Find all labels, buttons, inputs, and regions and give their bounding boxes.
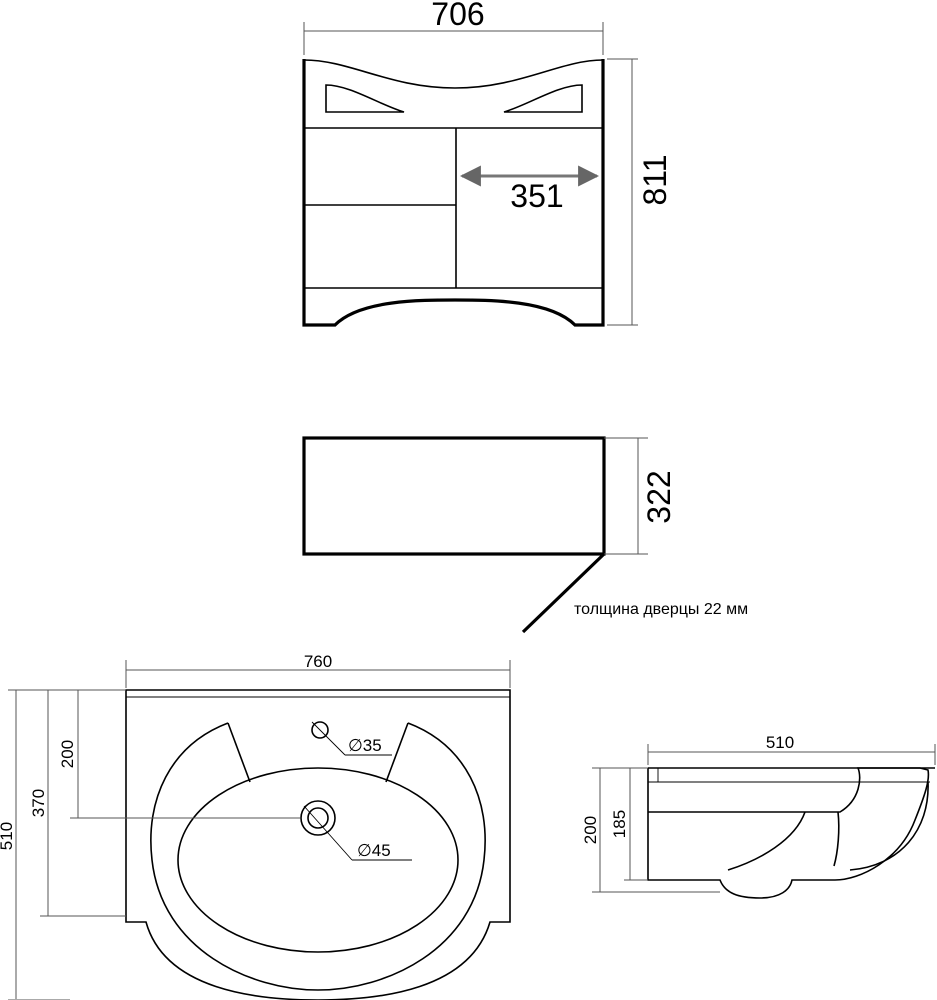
door-width-label: 351 [510,178,563,214]
basin-depth-200-label: 200 [58,740,77,768]
cabinet-side-view: 322 толщина дверцы 22 мм [302,436,748,634]
tap-hole [311,721,329,739]
drain-hole-label: ∅45 [357,841,391,860]
basin-width-label: 760 [304,652,332,671]
side-height-185-label: 185 [610,810,629,838]
door-thickness-note: толщина дверцы 22 мм [574,601,748,618]
basin-outline [125,689,511,1000]
left-handle [325,84,405,113]
basin-depth-370-label: 370 [29,789,48,817]
basin-bowl [177,767,459,953]
side-height-200-label: 200 [581,816,600,844]
cabinet-front-view: 706 811 351 [302,0,673,327]
side-depth-label: 322 [641,470,677,523]
right-handle [503,84,583,113]
basin-side-inner [833,811,840,867]
side-outline [302,436,606,556]
tap-leader [311,721,346,756]
cabinet-width-label: 706 [431,0,484,32]
basin-side-outline [647,767,930,899]
basin-top-view: ∅35 ∅45 760 510 370 200 [0,652,511,1000]
basin-depth-510-label: 510 [0,822,16,850]
drain-leader [303,805,353,861]
basin-side-bowl-curve [727,811,806,871]
cabinet-top-wave [303,59,604,89]
basin-side-view: 510 200 185 [581,733,936,899]
basin-side-front [849,781,929,871]
cabinet-height-label: 811 [637,154,673,205]
side-width-label: 510 [766,733,794,752]
door-thickness-leader [521,552,606,634]
rim-notch-right [385,722,409,783]
drain-inner [307,807,329,829]
basin-rim-outer [150,722,486,991]
drain-outer [300,800,336,836]
rim-notch-left [227,722,251,783]
cabinet-outline [302,59,605,327]
tap-hole-label: ∅35 [348,736,382,755]
